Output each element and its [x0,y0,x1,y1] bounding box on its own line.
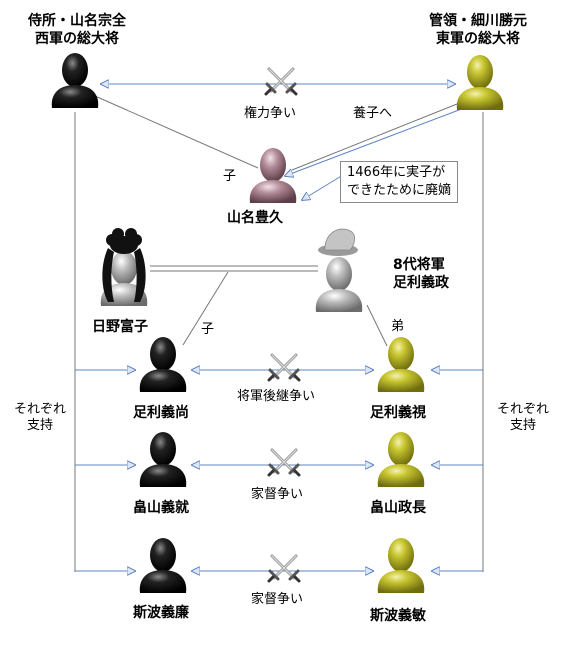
person-icon-yoshimi [377,337,425,392]
adopted-label: 養子へ [353,106,393,121]
toyohisa-name: 山名豊久 [227,210,283,226]
line-yoshimasa-yoshihisa [182,271,229,346]
arrow-adopted [285,101,481,176]
note-line-1: 1466年に実子が [347,165,446,180]
line-hosokawa-toyohisa [291,97,473,171]
yoshimi-name: 足利義視 [370,405,426,421]
support-right: それぞれ 支持 [492,402,554,434]
hosokawa-title-2: 東軍の総大将 [436,31,520,47]
swords-icon [267,448,301,477]
child-label-toyohisa: 子 [223,169,237,184]
line-yamana-toyohisa [94,95,259,169]
support-right-2: 支持 [509,418,536,433]
support-left-2: 支持 [26,418,53,433]
succession-label: 将軍後継争い [237,389,316,404]
swords-icon [267,554,301,583]
person-icon-yoshikado [139,538,187,593]
connection-lines [74,95,484,572]
yoshimasa-title-1: 8代将軍 [393,257,445,273]
yoshimasa-label: 8代将軍 足利義政 [393,256,449,292]
line-yoshimasa-yoshimi [366,304,388,347]
tomiko-name: 日野富子 [92,319,148,335]
brother-label: 弟 [391,319,405,334]
person-icon-yoshimasa [315,228,363,312]
yoshitoshi-name: 斯波義敏 [370,608,426,624]
swords-icon [264,67,298,96]
yoshimasa-title-2: 足利義政 [393,275,449,291]
person-icon-hosokawa [456,55,504,110]
swords-icon [267,353,301,382]
yamana-title-1: 侍所・山名宗全 [28,13,126,29]
support-right-1: それぞれ [496,402,549,417]
family-dispute-label-2: 家督争い [251,592,304,607]
yamana-title-2: 西軍の総大将 [35,31,119,47]
person-icon-toyohisa [249,148,297,203]
yoshikado-name: 斯波義廉 [133,605,189,621]
masanaga-name: 畠山政長 [370,500,426,516]
person-icon-yoshitoshi [377,538,425,593]
power-struggle-label: 権力争い [244,106,297,121]
family-dispute-label-1: 家督争い [251,487,304,502]
person-icon-masanaga [377,432,425,487]
person-icon-yoshihisa [139,337,187,392]
child-label-yoshihisa: 子 [201,322,215,337]
person-icon-yamana [51,53,99,108]
arrow-disinherit [302,174,344,200]
yoshihisa-name: 足利義尚 [133,405,189,421]
hosokawa-label: 管領・細川勝元 東軍の総大将 [416,12,540,48]
person-icon-tomiko [100,228,148,306]
person-icon-yoshinari [139,432,187,487]
support-left-1: それぞれ [13,402,66,417]
support-left: それぞれ 支持 [10,402,70,434]
yamana-label: 侍所・山名宗全 西軍の総大将 [22,12,132,48]
note-line-2: できたために廃嫡 [347,183,452,198]
yoshinari-name: 畠山義就 [133,500,189,516]
disinherit-note: 1466年に実子が できたために廃嫡 [340,161,459,203]
hosokawa-title-1: 管領・細川勝元 [429,13,527,29]
